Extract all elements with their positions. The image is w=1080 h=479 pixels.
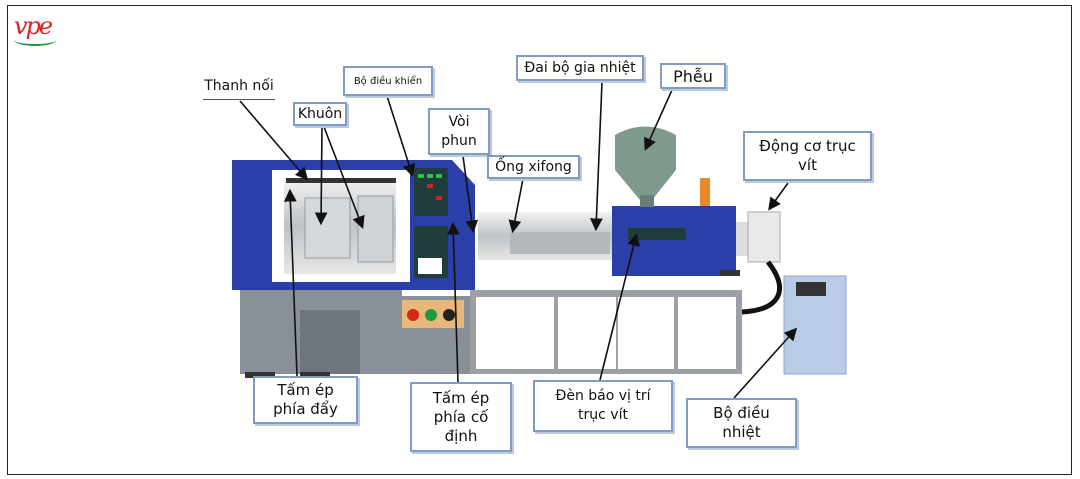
injection-unit	[612, 206, 736, 276]
label-temperature-controller: Bộ điều nhiệt	[686, 398, 797, 448]
screw-motor	[736, 222, 750, 256]
label-heater-band: Đai bộ gia nhiệt	[516, 55, 644, 81]
green-button	[425, 309, 437, 321]
label-fixed-platen: Tấm ép phía cố định	[410, 382, 512, 452]
label-screw-motor: Động cơ trục vít	[743, 131, 872, 181]
label-screw-position-light: Đèn báo vị trí trục vít	[533, 380, 673, 432]
label-controller: Bộ điều khiển	[343, 66, 433, 96]
signal-tower	[700, 178, 710, 206]
label-hopper: Phễu	[660, 63, 726, 89]
label-moving-platen: Tấm ép phía đẩy	[253, 376, 358, 424]
label-nozzle: Vòi phun	[428, 108, 490, 155]
frame-border	[7, 5, 1072, 475]
red-button	[407, 309, 419, 321]
hopper	[615, 126, 676, 200]
screw-position-light	[628, 228, 686, 240]
label-mold: Khuôn	[293, 102, 347, 126]
label-tie-bar: Thanh nối	[203, 74, 275, 100]
knob	[443, 309, 455, 321]
label-siphon: Ống xifong	[487, 155, 580, 179]
